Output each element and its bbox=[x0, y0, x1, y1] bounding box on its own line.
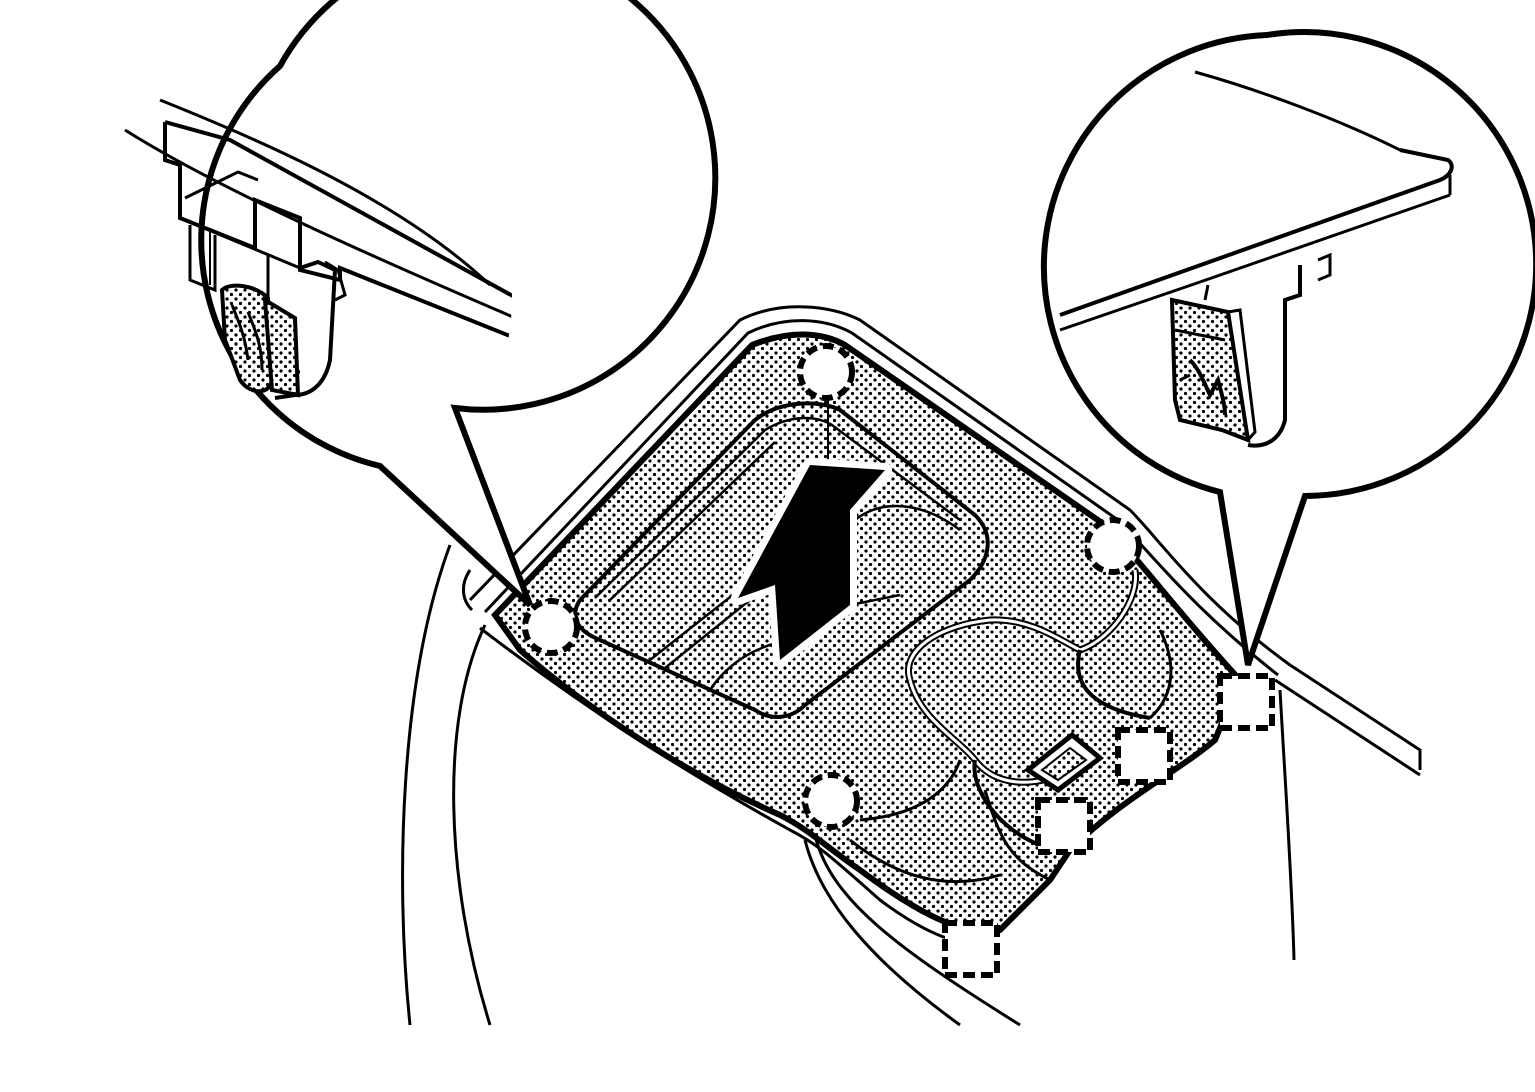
round-clip-marker-right bbox=[1084, 517, 1142, 575]
left-callout bbox=[124, 0, 719, 608]
square-clip-markers bbox=[942, 673, 1275, 978]
square-clip-marker-1 bbox=[1217, 673, 1275, 731]
round-clip-markers bbox=[522, 343, 1142, 830]
square-clip-marker-3 bbox=[1035, 797, 1093, 855]
round-clip-detail-icon bbox=[124, 98, 512, 400]
round-clip-marker-bottom bbox=[802, 772, 860, 830]
arrow-up-icon bbox=[731, 458, 892, 667]
square-clip-detail-icon bbox=[1059, 70, 1454, 448]
roof-trim-lines bbox=[401, 544, 1422, 1027]
round-clip-marker-left bbox=[522, 598, 580, 656]
right-callout bbox=[1040, 29, 1535, 666]
square-clip-marker-2 bbox=[1115, 727, 1173, 785]
square-clip-marker-4 bbox=[942, 920, 1000, 978]
round-clip-marker-top bbox=[797, 343, 855, 401]
